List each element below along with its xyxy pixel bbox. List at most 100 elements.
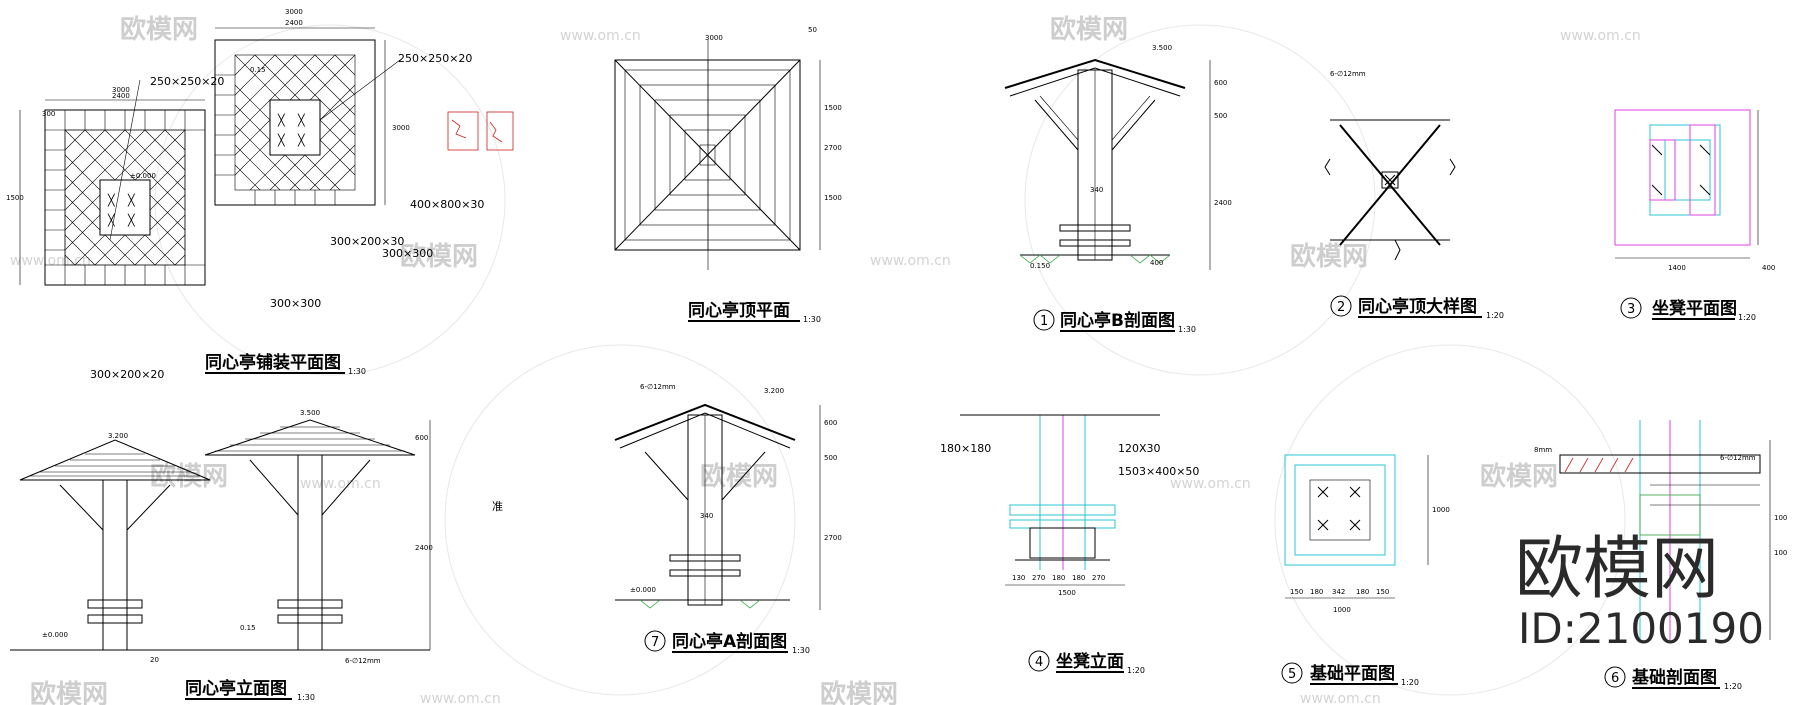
svg-text:╳: ╳: [297, 113, 306, 127]
watermark-text: 欧模网: [1290, 241, 1368, 272]
level-label: 0.15: [240, 624, 256, 632]
dim-label: 2700: [824, 144, 842, 152]
section-number: 3: [1627, 302, 1635, 317]
section-number: 7: [651, 635, 659, 650]
level-label: 3.500: [300, 409, 320, 417]
dim-label: 270: [1092, 574, 1105, 582]
tile-label: 250×250×20: [398, 52, 472, 65]
dim-label: 342: [1332, 588, 1345, 596]
scale-label: 1:20: [1401, 678, 1419, 687]
dim-label: 1000: [1432, 506, 1450, 514]
watermark-text: 欧模网: [120, 14, 198, 45]
dim-label: 400: [1762, 264, 1775, 272]
dim-label: 1500: [6, 194, 24, 202]
watermark-text: 欧模网: [150, 461, 228, 492]
watermark-url: www.om.cn: [1560, 28, 1641, 44]
level-label: ±0.000: [130, 172, 156, 180]
tile-label: 300×300: [270, 297, 321, 310]
brand-id: ID:2100190: [1518, 604, 1764, 653]
dim-label: 600: [415, 434, 428, 442]
scale-label: 1:30: [297, 693, 315, 702]
tile-label: 300×300: [382, 247, 433, 260]
watermark-url: www.om.cn: [420, 691, 501, 705]
scale-label: 1:30: [792, 646, 810, 655]
section-number: 1: [1040, 314, 1048, 329]
section-a-drawing: 600 500 2700 340 3.200 ±0.000 6-∅12mm 7 …: [614, 383, 842, 655]
brand-logo: 欧模网: [1515, 530, 1719, 609]
dim-label: 500: [1214, 112, 1227, 120]
bench-elevation-drawing: 130 270 180 180 270 1500 180×180 120X30 …: [940, 414, 1199, 675]
svg-text:╳: ╳: [277, 133, 286, 147]
tile-label: 400×800×30: [410, 198, 484, 211]
dim-label: 1500: [824, 104, 842, 112]
dim-label: 180: [1310, 588, 1323, 596]
level-label: ±0.000: [630, 586, 656, 594]
watermark-url: www.om.cn: [1300, 691, 1381, 705]
title-foundation-plan: 基础平面图: [1309, 663, 1395, 684]
dim-label: 150: [1290, 588, 1303, 596]
thread-label: 6-∅12mm: [345, 657, 381, 665]
dim-label: 3000: [112, 86, 130, 94]
svg-text:╳: ╳: [277, 113, 286, 127]
foundation-plan-drawing: 150 180 342 180 150 1000 1000 5 基础平面图 1:…: [1281, 454, 1450, 687]
thread-label: 6-∅12mm: [1330, 70, 1366, 78]
watermark-text: 欧模网: [1050, 14, 1128, 45]
vertical-note: 准: [492, 500, 503, 513]
watermark-url: www.om.cn: [870, 253, 951, 269]
title-bench-plan: 坐凳平面图: [1652, 298, 1737, 319]
dim-label: 180: [1356, 588, 1369, 596]
dim-label: 1400: [1668, 264, 1686, 272]
dim-label: 2700: [824, 534, 842, 542]
section-number: 6: [1611, 671, 1619, 686]
svg-text:╳: ╳: [297, 133, 306, 147]
foundation-section-drawing: 100 100 8mm 6-∅12mm 6 基础剖面图 1:20: [1534, 420, 1787, 691]
elevation-drawing: 600 2400 3.200 3.500 ±0.000 0.15 6-∅12mm…: [10, 409, 433, 702]
dim-label: 20: [150, 656, 159, 664]
bar-label: 1503×400×50: [1118, 465, 1199, 478]
dim-label: 2400: [112, 92, 130, 100]
tile-label: 300×200×30: [330, 235, 404, 248]
title-roof-detail: 同心亭顶大样图: [1358, 296, 1477, 317]
dim-label: 180: [1072, 574, 1085, 582]
watermark-url: www.om.cn: [560, 28, 641, 44]
dim-label: 130: [1012, 574, 1025, 582]
dim-label: 1500: [1058, 589, 1076, 597]
watermark-text: 欧模网: [820, 679, 898, 705]
dim-label: 50: [808, 26, 817, 34]
dim-label: 1000: [1333, 606, 1351, 614]
bench-plan-drawing: 1400 400 3 坐凳平面图 1:20: [1614, 109, 1775, 322]
dim-label: 2400: [1214, 199, 1232, 207]
thread-label: 6-∅12mm: [640, 383, 676, 391]
scale-label: 1:20: [1486, 311, 1504, 320]
watermark-text: 欧模网: [700, 461, 778, 492]
brand-overlay: 欧模网 ID:2100190: [1515, 530, 1764, 653]
scale-label: 1:20: [1738, 313, 1756, 322]
scale-label: 1:20: [1127, 666, 1145, 675]
dim-label: 2400: [285, 19, 303, 27]
dim-label: 180: [1052, 574, 1065, 582]
section-b-drawing: 600 500 2400 340 400 3.500 0.150 1 同心亭B剖…: [1004, 44, 1232, 334]
title-section-b: 同心亭B剖面图: [1060, 310, 1175, 331]
title-bench-elevation: 坐凳立面: [1056, 651, 1124, 672]
section-number: 4: [1035, 655, 1043, 670]
svg-text:╳: ╳: [107, 193, 116, 207]
title-elevation: 同心亭立面图: [185, 678, 287, 699]
bar-label: 120X30: [1118, 442, 1161, 455]
watermark-url: www.om.cn: [300, 476, 381, 492]
level-label: 3.500: [1152, 44, 1172, 52]
watermark-url: www.om.cn: [1170, 476, 1251, 492]
title-roof-plan: 同心亭顶平面: [688, 300, 790, 321]
paving-plan-drawing: ╳╳ ╳╳ ╳╳ ╳╳ 2400 3000 3000 2400: [6, 8, 514, 381]
dim-label: 100: [1774, 549, 1787, 557]
scale-label: 1:20: [1724, 682, 1742, 691]
roof-plan-drawing: 1500 1500 2700 3000 50 同心亭顶平面 1:30: [614, 26, 842, 324]
level-label: 3.200: [108, 432, 128, 440]
section-number: 5: [1288, 667, 1296, 682]
dim-label: 150: [1376, 588, 1389, 596]
tile-label: 300×200×20: [90, 368, 164, 381]
svg-text:╳: ╳: [127, 213, 136, 227]
roof-detail-drawing: 6-∅12mm 2 同心亭顶大样图 1:20: [1324, 70, 1504, 320]
dim-label: 600: [1214, 79, 1227, 87]
dim-label: 3000: [705, 34, 723, 42]
